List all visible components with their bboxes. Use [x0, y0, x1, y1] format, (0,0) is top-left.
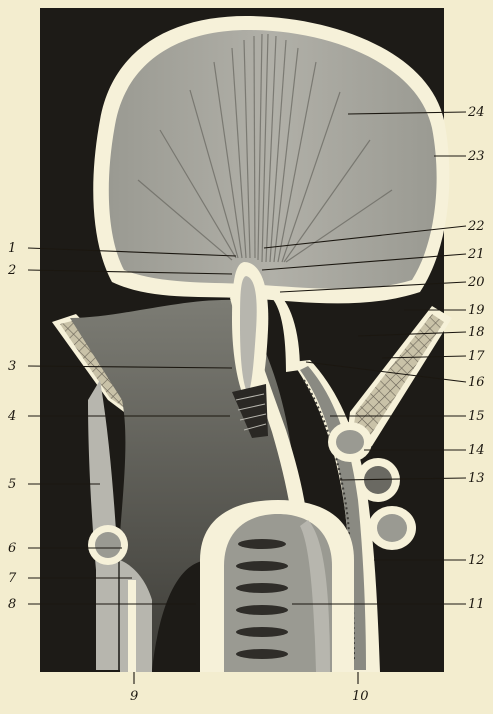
label-19: 19: [468, 303, 485, 318]
label-10: 10: [352, 689, 369, 704]
label-6: 6: [8, 541, 16, 556]
upper-mass: [109, 30, 437, 289]
label-1: 1: [8, 241, 16, 256]
label-18: 18: [468, 325, 485, 340]
label-22: 22: [467, 219, 485, 234]
label-16: 16: [468, 375, 485, 390]
label-8: 8: [8, 597, 16, 612]
label-14: 14: [468, 443, 485, 458]
label-3: 3: [8, 359, 16, 374]
label-9: 9: [130, 689, 138, 704]
label-15: 15: [468, 409, 485, 424]
label-2: 2: [7, 263, 16, 278]
label-5: 5: [8, 477, 16, 492]
label-4: 4: [7, 409, 16, 424]
label-7: 7: [8, 571, 17, 586]
left-small-cartilage-core: [95, 532, 121, 558]
label-23: 23: [467, 149, 485, 164]
label-17: 17: [468, 349, 485, 364]
label-20: 20: [467, 275, 485, 290]
label-24: 24: [467, 105, 485, 120]
label-13: 13: [468, 471, 485, 486]
right-lobe-lower-core: [377, 514, 407, 542]
left-lower-strip: [128, 580, 136, 672]
label-12: 12: [468, 553, 485, 568]
label-11: 11: [468, 597, 485, 612]
label-21: 21: [467, 247, 485, 262]
right-lobe-upper-core: [336, 430, 364, 454]
